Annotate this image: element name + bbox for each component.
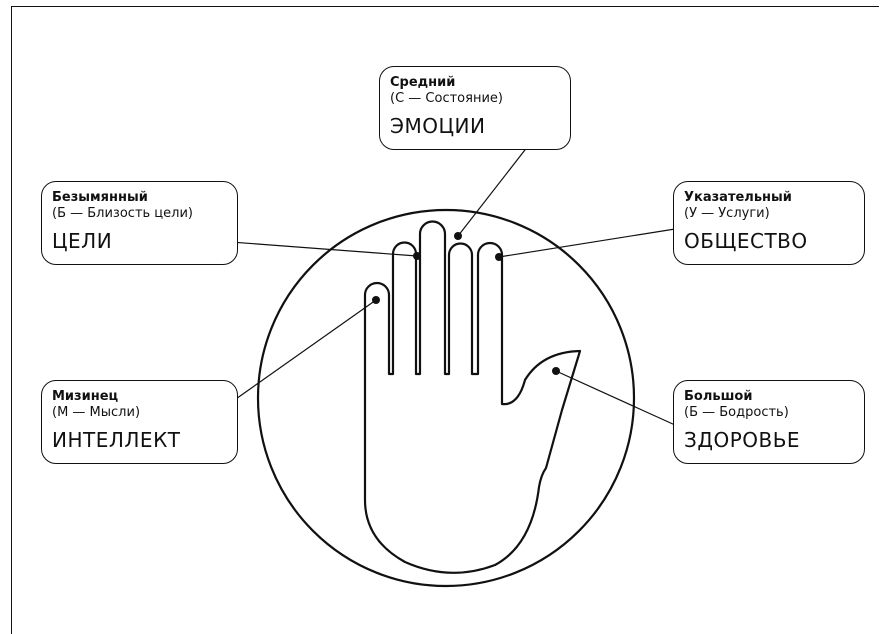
pinky-finger-name: Мизинец	[52, 389, 119, 404]
ring-finger-name: Безымянный	[52, 190, 148, 205]
ring-finger-callout: Безымянный (Б — Близость цели) ЦЕЛИ	[41, 181, 238, 265]
index-connector	[498, 228, 676, 258]
thumb-connector	[555, 370, 676, 426]
pinky-connector	[215, 299, 377, 414]
ring-finger-value: ЦЕЛИ	[52, 229, 113, 253]
index-finger-callout: Указательный (У — Услуги) ОБЩЕСТВО	[673, 181, 865, 265]
thumb-name: Большой	[684, 389, 753, 404]
pinky-finger-value: ИНТЕЛЛЕКТ	[52, 428, 181, 452]
middle-finger-name: Средний	[390, 75, 456, 90]
middle-finger-value: ЭМОЦИИ	[390, 114, 486, 138]
ring-finger-mnemonic: (Б — Близость цели)	[52, 206, 193, 221]
index-finger-name: Указательный	[684, 190, 792, 205]
pinky-finger-callout: Мизинец (М — Мысли) ИНТЕЛЛЕКТ	[41, 380, 238, 464]
hand-outline	[363, 220, 582, 574]
middle-finger-mnemonic: (С — Состояние)	[390, 91, 503, 106]
ring-connector	[203, 239, 418, 257]
pinky-finger-mnemonic: (М — Мысли)	[52, 405, 141, 420]
middle-finger-callout: Средний (С — Состояние) ЭМОЦИИ	[379, 66, 571, 150]
index-finger-value: ОБЩЕСТВО	[684, 229, 808, 253]
outer-circle	[256, 208, 636, 588]
thumb-mnemonic: (Б — Бодрость)	[684, 405, 789, 420]
index-finger-mnemonic: (У — Услуги)	[684, 206, 770, 221]
page-frame	[11, 6, 879, 634]
thumb-value: ЗДОРОВЬЕ	[684, 428, 801, 452]
thumb-callout: Большой (Б — Бодрость) ЗДОРОВЬЕ	[673, 380, 865, 464]
